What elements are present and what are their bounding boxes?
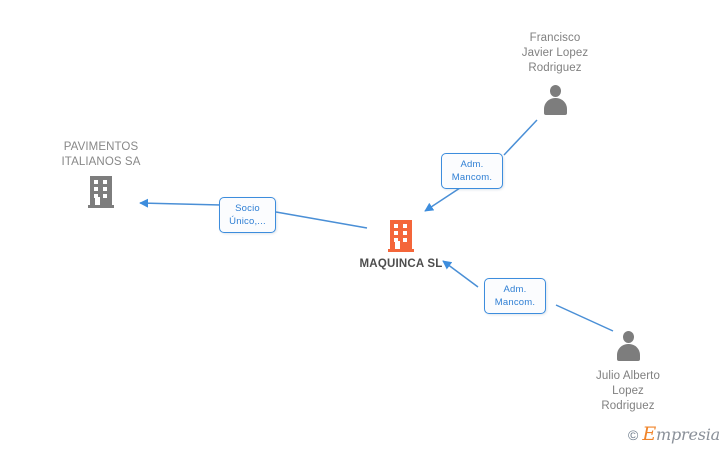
edge-label-adm-mancom-francisco[interactable]: Adm. Mancom.: [441, 153, 503, 189]
node-label-pavimentos-italianos-sa: PAVIMENTOS ITALIANOS SA: [61, 141, 141, 168]
node-icon-wrap-maquinca: [336, 220, 466, 252]
node-icon-wrap-francisco: [490, 85, 620, 115]
node-label-francisco-javier-lopez-rodriguez: Francisco Javier Lopez Rodriguez: [521, 32, 589, 74]
node-label-julio-alberto-lopez-rodriguez: Julio Alberto Lopez Rodriguez: [596, 370, 660, 412]
node-julio-alberto-lopez-rodriguez[interactable]: Julio Alberto Lopez Rodriguez: [563, 331, 693, 414]
node-francisco-javier-lopez-rodriguez[interactable]: Francisco Javier Lopez Rodriguez: [490, 31, 620, 115]
node-maquinca-sl[interactable]: MAQUINCA SL: [336, 220, 466, 272]
edge-label-socio-unico[interactable]: Socio Único,...: [219, 197, 276, 233]
node-icon-wrap-julio: [563, 331, 693, 361]
edge-label-adm-mancom-julio[interactable]: Adm. Mancom.: [484, 278, 546, 314]
node-icon-wrap-pavimentos: [36, 176, 166, 208]
building-icon: [388, 220, 414, 252]
person-icon: [541, 85, 569, 115]
node-label-maquinca-sl: MAQUINCA SL: [359, 258, 443, 270]
empresia-watermark: © Empresia: [628, 425, 720, 444]
brand-initial: E: [642, 423, 656, 445]
edge-socio-unico: [139, 198, 368, 229]
building-icon: [88, 176, 114, 208]
brand-wordmark: Empresia: [642, 425, 720, 444]
node-pavimentos-italianos-sa[interactable]: PAVIMENTOS ITALIANOS SA: [36, 140, 166, 208]
person-icon: [614, 331, 642, 361]
edge-adm-mancom-julio: [442, 260, 614, 332]
brand-rest: mpresia: [656, 425, 720, 444]
copyright-icon: ©: [628, 426, 639, 443]
